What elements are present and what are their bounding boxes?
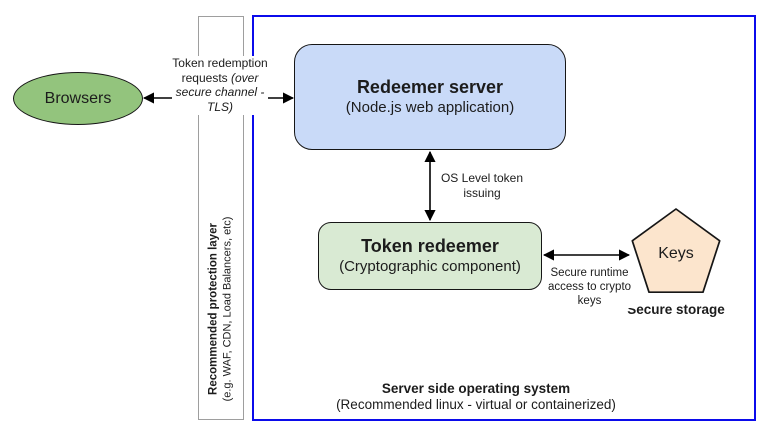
redeemer-server-subtitle: (Node.js web application) [345,98,515,116]
browsers-node: Browsers [13,72,143,125]
server-os-title: Server side operating system [381,381,571,396]
token-redemption-label-text: Token redemption requests [172,56,268,85]
keys-label: Keys [658,245,694,262]
keys-node: Keys [628,207,724,299]
redeemer-server-node: Redeemer server (Node.js web application… [294,44,566,150]
token-redemption-label: Token redemption requests (over secure c… [172,56,268,115]
protection-layer-title: Recommended protection layer [207,223,220,395]
pentagon-shape [631,208,721,294]
os-token-issuing-label: OS Level token issuing [440,171,524,200]
token-redeemer-node: Token redeemer (Cryptographic component) [318,222,542,290]
redeemer-server-title: Redeemer server [356,77,504,98]
server-os-caption: Server side operating system (Recommende… [296,381,656,413]
secure-storage-caption: Secure storage [627,302,725,317]
protection-layer-subtitle: (e.g. WAF, CDN, Load Balancers, etc) [221,216,234,402]
crypto-access-label: Secure runtime access to crypto keys [542,266,637,309]
server-os-subtitle: (Recommended linux - virtual or containe… [336,396,616,412]
token-redeemer-subtitle: (Cryptographic component) [339,257,521,275]
token-redeemer-title: Token redeemer [361,236,499,257]
browsers-label: Browsers [44,89,112,107]
protection-layer-label: Recommended protection layer (e.g. WAF, … [208,201,235,417]
